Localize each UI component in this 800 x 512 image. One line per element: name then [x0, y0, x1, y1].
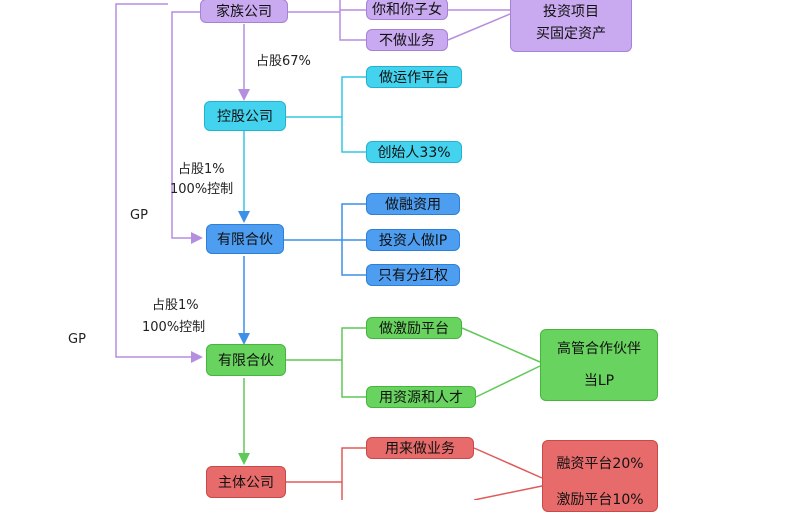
- node-platform-shares: 融资平台20% 激励平台10%: [542, 440, 658, 512]
- label-share-1-lower: 占股1%: [152, 298, 199, 313]
- node-financing-use: 做融资用: [366, 193, 460, 215]
- senior-partner-text: 高管合作伙伴: [557, 341, 641, 357]
- node-for-business: 用来做业务: [366, 437, 474, 459]
- node-main-company: 主体公司: [206, 466, 286, 498]
- buy-fixed-assets-text: 买固定资产: [536, 26, 606, 42]
- label-share-1-upper: 占股1%: [178, 162, 225, 177]
- label-gp-inner: GP: [130, 208, 148, 223]
- financing-platform-text: 融资平台20%: [556, 456, 644, 472]
- node-no-business: 不做业务: [366, 29, 448, 51]
- node-senior-partner: 高管合作伙伴 当LP: [540, 329, 658, 401]
- node-dividend-only: 只有分红权: [366, 264, 460, 286]
- label-share-67: 占股67%: [256, 54, 311, 69]
- label-gp-outer: GP: [68, 332, 86, 347]
- node-resources-talent: 用资源和人才: [366, 386, 476, 408]
- node-founder-33: 创始人33%: [366, 141, 462, 163]
- connector-lines: [115, 0, 543, 500]
- label-control-100-lower: 100%控制: [142, 320, 206, 335]
- node-limited-partnership-1: 有限合伙: [206, 224, 284, 254]
- node-family-company: 家族公司: [200, 0, 288, 23]
- node-limited-partnership-2: 有限合伙: [206, 344, 286, 376]
- as-lp-text: 当LP: [583, 373, 615, 389]
- node-you-and-kids: 你和你子女: [366, 0, 448, 20]
- label-control-100-upper: 100%控制: [170, 182, 234, 197]
- incentive-platform-text: 激励平台10%: [556, 492, 644, 508]
- node-invest-and-assets: 投资项目 买固定资产: [510, 0, 632, 52]
- node-holding-company: 控股公司: [204, 101, 286, 131]
- node-investor-lp: 投资人做lP: [366, 229, 460, 251]
- invest-projects-text: 投资项目: [543, 4, 599, 20]
- node-operating-platform: 做运作平台: [366, 66, 462, 88]
- node-incentive-platform: 做激励平台: [366, 317, 462, 339]
